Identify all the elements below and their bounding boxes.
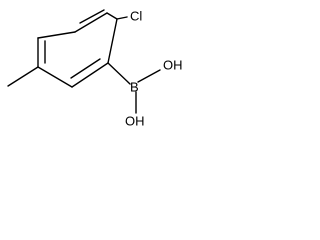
bond-ring-to-cl xyxy=(116,16,128,20)
ring-double-bond-b xyxy=(70,58,101,79)
hydroxyl-label-1: OH xyxy=(163,57,183,72)
chemical-structure: Cl B OH OH xyxy=(7,8,183,128)
bond-boron-to-oh-1 xyxy=(137,69,161,83)
ring-bond-4 xyxy=(71,62,109,88)
hydroxyl-label-2: OH xyxy=(125,113,145,128)
bond-ring-to-methyl xyxy=(7,66,39,87)
chlorine-label: Cl xyxy=(130,8,142,23)
bond-ring-to-boron xyxy=(107,62,131,85)
ring-bond-5 xyxy=(37,66,73,88)
ring-double-bond-a xyxy=(79,9,105,24)
ring-bond-3 xyxy=(107,18,118,64)
boron-label: B xyxy=(130,79,139,94)
ring-bond-2 xyxy=(106,12,118,20)
benzene-ring xyxy=(37,9,118,88)
ring-bond-1 xyxy=(74,12,108,33)
ring-bond-7 xyxy=(37,31,76,39)
